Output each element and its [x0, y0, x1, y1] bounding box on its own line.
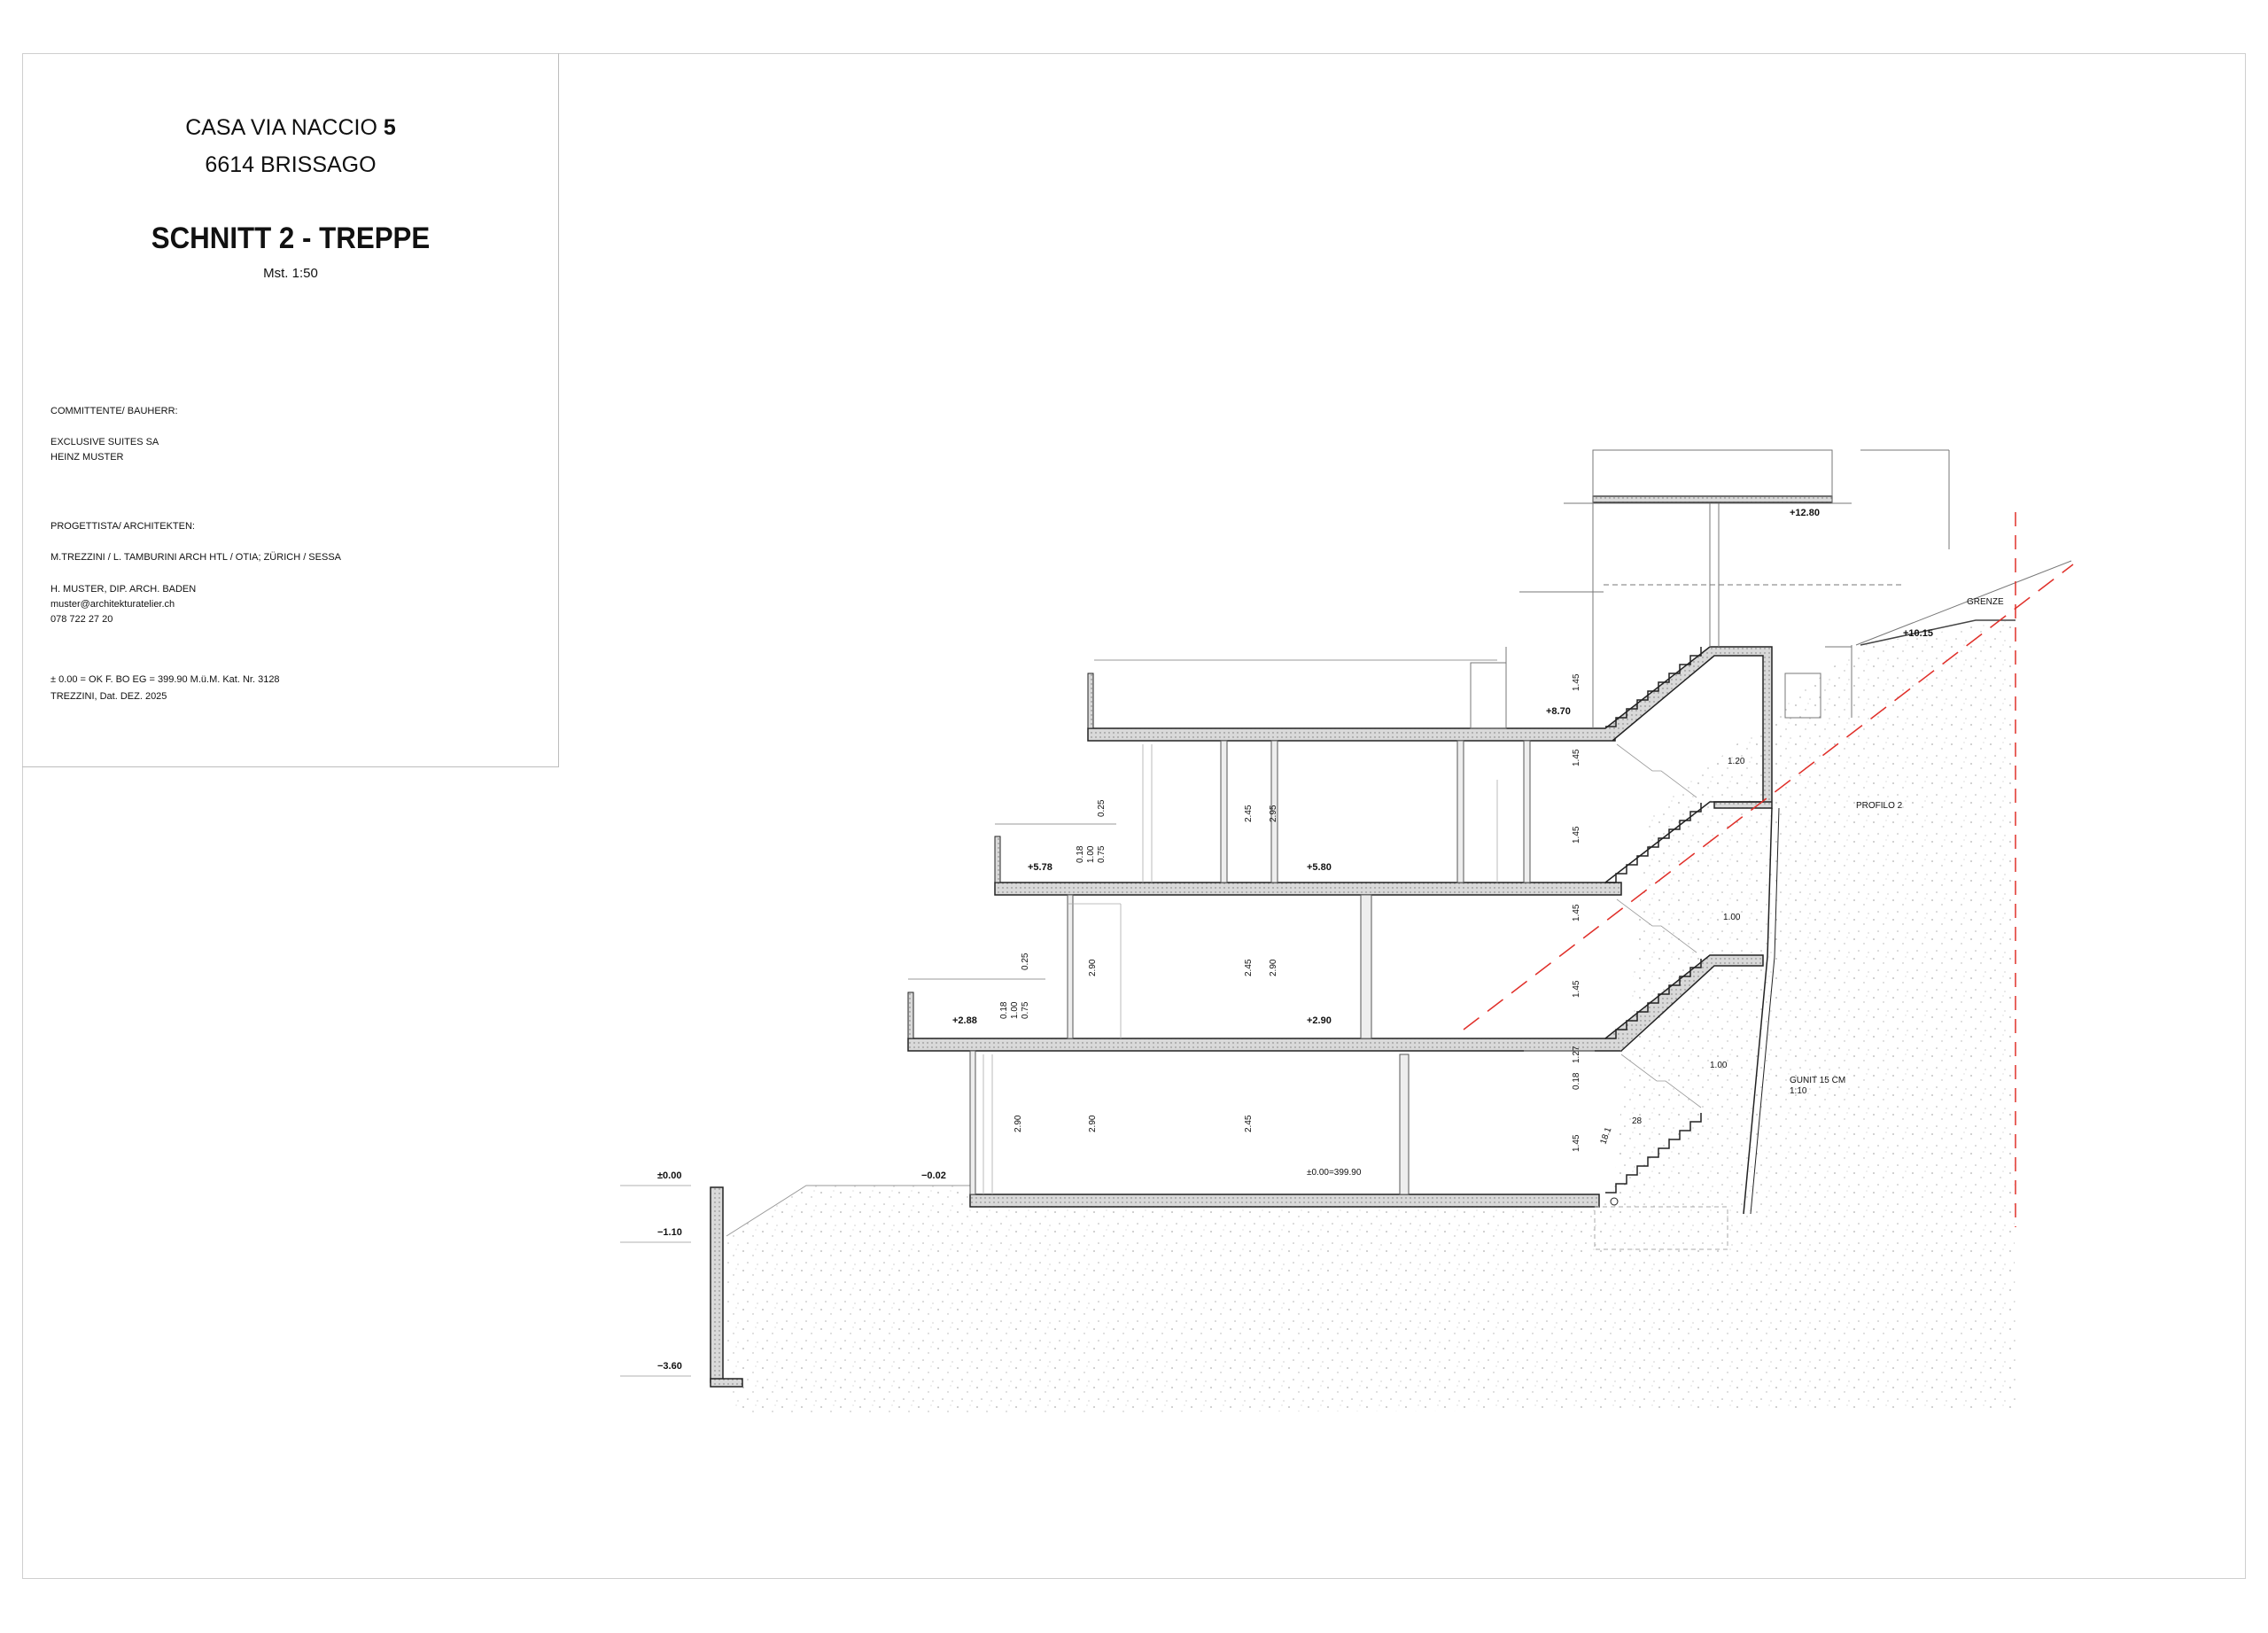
gunit-wall: [1743, 807, 1773, 1215]
dim-bal2-018: 0.18: [1076, 845, 1085, 863]
level-870: +8.70: [1546, 706, 1571, 717]
label-profilo: PROFILO 2: [1856, 801, 1903, 811]
slab-first: [907, 1038, 1622, 1052]
stair-hidden: [1616, 743, 1702, 1108]
dim-ground-290a: 2.90: [1088, 1115, 1098, 1132]
slab-second: [994, 882, 1622, 896]
level-m110: −1.10: [657, 1227, 682, 1238]
architect-secondary: H. MUSTER, DIP. ARCH. BADEN: [50, 584, 197, 595]
terrain-guide: [1855, 560, 2072, 646]
title-block: CASA VIA NACCIO 5 6614 BRISSAGO SCHNITT …: [22, 53, 559, 767]
slab-third: [1087, 727, 1616, 742]
dim-first-290a: 2.90: [1269, 959, 1278, 976]
dim-ground-290b: 2.90: [1014, 1115, 1023, 1132]
dim-landing-100a: 1.00: [1723, 913, 1741, 922]
dim-stair-145c: 1.45: [1572, 904, 1581, 921]
level-288: +2.88: [952, 1015, 977, 1026]
level-m002: −0.02: [921, 1170, 946, 1181]
foundation-outline: [1594, 1206, 1728, 1250]
dim-first-245: 2.45: [1244, 959, 1254, 976]
stair-steps: [1605, 647, 1702, 1194]
window-lines: [983, 744, 1595, 1194]
label-gunit-scale: 1:10: [1790, 1086, 1807, 1096]
parapet-third: [1087, 673, 1094, 729]
dim-second-245: 2.45: [1244, 805, 1254, 822]
profile-line: [1463, 564, 2074, 1030]
gunit-wall-inner: [1750, 807, 1780, 1215]
level-1015: +10.15: [1903, 628, 1933, 639]
architects-label: PROGETTISTA/ ARCHITEKTEN:: [50, 521, 195, 532]
dim-stair-145f: 1.45: [1572, 673, 1581, 691]
dim-bal1-100: 1.00: [1010, 1001, 1020, 1019]
walls: [969, 740, 1531, 1195]
slab-roof: [1592, 495, 1833, 503]
dim-bal1-025: 0.25: [1021, 953, 1030, 970]
sheet-frame: [22, 53, 2246, 1579]
project-number: 5: [383, 115, 396, 140]
drawing-scale: Mst. 1:50: [263, 266, 318, 281]
wall-footing: [710, 1378, 743, 1388]
terrain-line: [726, 1185, 970, 1237]
dim-bal2-025: 0.25: [1097, 799, 1107, 817]
client-label: COMMITTENTE/ BAUHERR:: [50, 406, 178, 416]
dim-stair-145d: 1.45: [1572, 826, 1581, 844]
level-m360: −3.60: [657, 1361, 682, 1372]
architect-email: muster@architekturatelier.ch: [50, 599, 175, 610]
level-290: +2.90: [1307, 1015, 1332, 1026]
dim-first-290b: 2.90: [1088, 959, 1098, 976]
drain-pipe: [1610, 1197, 1619, 1206]
dim-stair-145a: 1.45: [1572, 1134, 1581, 1152]
parapet-second: [994, 836, 1001, 883]
project-name: CASA VIA NACCIO 5: [185, 115, 396, 140]
level-0-ref: ±0.00=399.90: [1307, 1168, 1362, 1178]
client-name: HEINZ MUSTER: [50, 452, 124, 463]
level-578: +5.78: [1028, 862, 1052, 873]
dim-second-295: 2.95: [1269, 805, 1278, 822]
drawing-title: SCHNITT 2 - TREPPE: [151, 222, 431, 255]
dim-tread: 28: [1632, 1116, 1643, 1126]
terrain-soil: [726, 620, 2016, 1413]
date-note: TREZZINI, Dat. DEZ. 2025: [50, 691, 167, 702]
architect-phone: 078 722 27 20: [50, 614, 113, 625]
dim-bal2-100: 1.00: [1086, 845, 1096, 863]
dim-landing-100b: 1.00: [1710, 1061, 1728, 1070]
slab-ground: [969, 1194, 1600, 1208]
client-company: EXCLUSIVE SUITES SA: [50, 437, 159, 447]
dim-riser: 18.1: [1598, 1126, 1613, 1146]
dim-stair-145b: 1.45: [1572, 980, 1581, 998]
dim-stair-127: 1.27: [1572, 1046, 1581, 1063]
dim-bal1-075: 0.75: [1021, 1001, 1030, 1019]
dim-stair-018: 0.18: [1572, 1072, 1581, 1090]
label-gunit: GUNIT 15 CM: [1790, 1076, 1845, 1085]
label-grenze: GRENZE: [1967, 597, 2004, 607]
level-ticks: [620, 1185, 691, 1377]
architects-names: M.TREZZINI / L. TAMBURINI ARCH HTL / OTI…: [50, 552, 341, 563]
level-1280: +12.80: [1790, 508, 1820, 518]
dim-bal2-075: 0.75: [1097, 845, 1107, 863]
reference-note: ± 0.00 = OK F. BO EG = 399.90 M.ü.M. Kat…: [50, 674, 280, 685]
dim-bal1-018: 0.18: [999, 1001, 1009, 1019]
dim-stair-145e: 1.45: [1572, 749, 1581, 766]
dim-ground-245: 2.45: [1244, 1115, 1254, 1132]
top-structure: [1470, 449, 1950, 729]
project-location: 6614 BRISSAGO: [205, 152, 377, 177]
upper-terrain-line: [1860, 619, 2016, 646]
dim-landing-120: 1.20: [1728, 757, 1745, 766]
parapet-first: [907, 991, 914, 1039]
level-580: +5.80: [1307, 862, 1332, 873]
level-0-left: ±0.00: [657, 1170, 681, 1181]
retaining-wall: [710, 1186, 724, 1383]
